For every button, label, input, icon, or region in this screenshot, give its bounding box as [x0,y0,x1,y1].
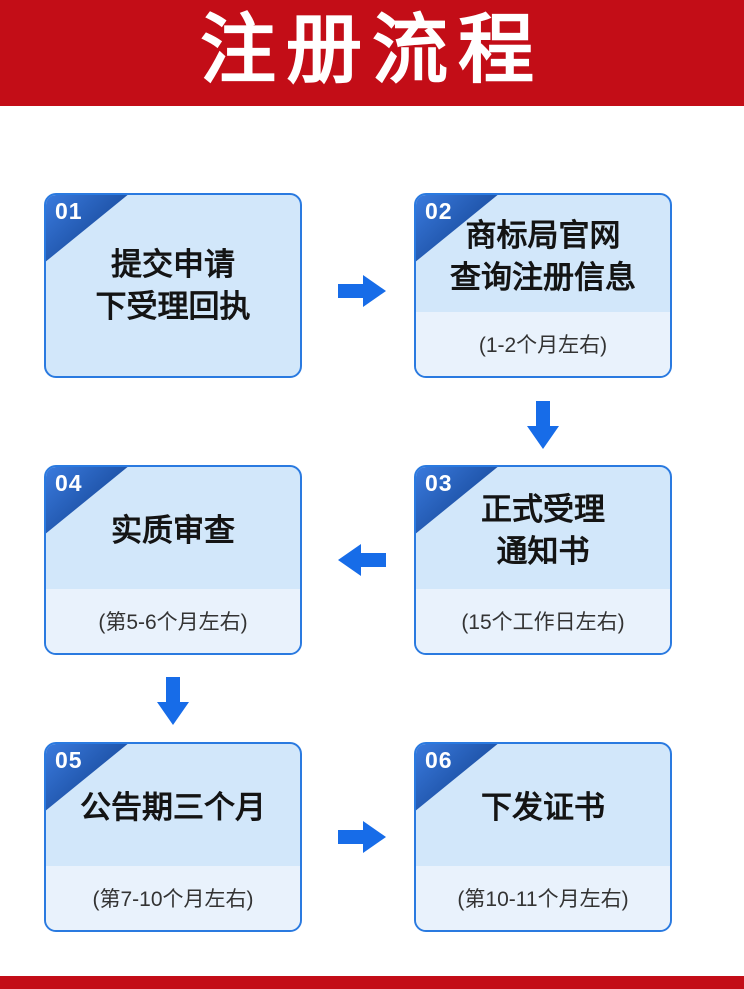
step-01-number: 01 [55,198,83,224]
step-02-number: 02 [425,198,453,224]
step-card-04: 实质审查 (第5-6个月左右) 04 [44,465,302,655]
step-card-03: 正式受理 通知书 (15个工作日左右) 03 [414,465,672,655]
step-03-title: 正式受理 通知书 [481,492,605,569]
step-05-number: 05 [55,747,83,773]
step-06-number: 06 [425,747,453,773]
step-card-06: 下发证书 (第10-11个月左右) 06 [414,742,672,932]
step-03-number: 03 [425,470,453,496]
arrow-right-icon [336,272,388,310]
page-title: 注册流程 [200,8,544,93]
step-04-title: 实质审查 [111,513,235,549]
step-card-01: 提交申请 下受理回执 01 [44,193,302,378]
step-03-note: (15个工作日左右) [416,589,670,653]
arrow-right-icon [336,818,388,856]
step-02-note: (1-2个月左右) [416,312,670,376]
step-06-title: 下发证书 [481,790,605,826]
arrow-down-icon [154,675,192,727]
header-banner: 注册流程 [0,0,744,106]
step-04-note: (第5-6个月左右) [46,589,300,653]
step-card-05: 公告期三个月 (第7-10个月左右) 05 [44,742,302,932]
step-card-02: 商标局官网 查询注册信息 (1-2个月左右) 02 [414,193,672,378]
step-04-number: 04 [55,470,83,496]
arrow-left-icon [336,541,388,579]
step-01-title: 提交申请 下受理回执 [95,246,251,324]
step-05-note: (第7-10个月左右) [46,866,300,930]
step-02-title: 商标局官网 查询注册信息 [450,217,636,295]
footer-strip [0,976,744,989]
step-06-note: (第10-11个月左右) [416,866,670,930]
step-05-title: 公告期三个月 [80,790,266,826]
arrow-down-icon [524,399,562,451]
